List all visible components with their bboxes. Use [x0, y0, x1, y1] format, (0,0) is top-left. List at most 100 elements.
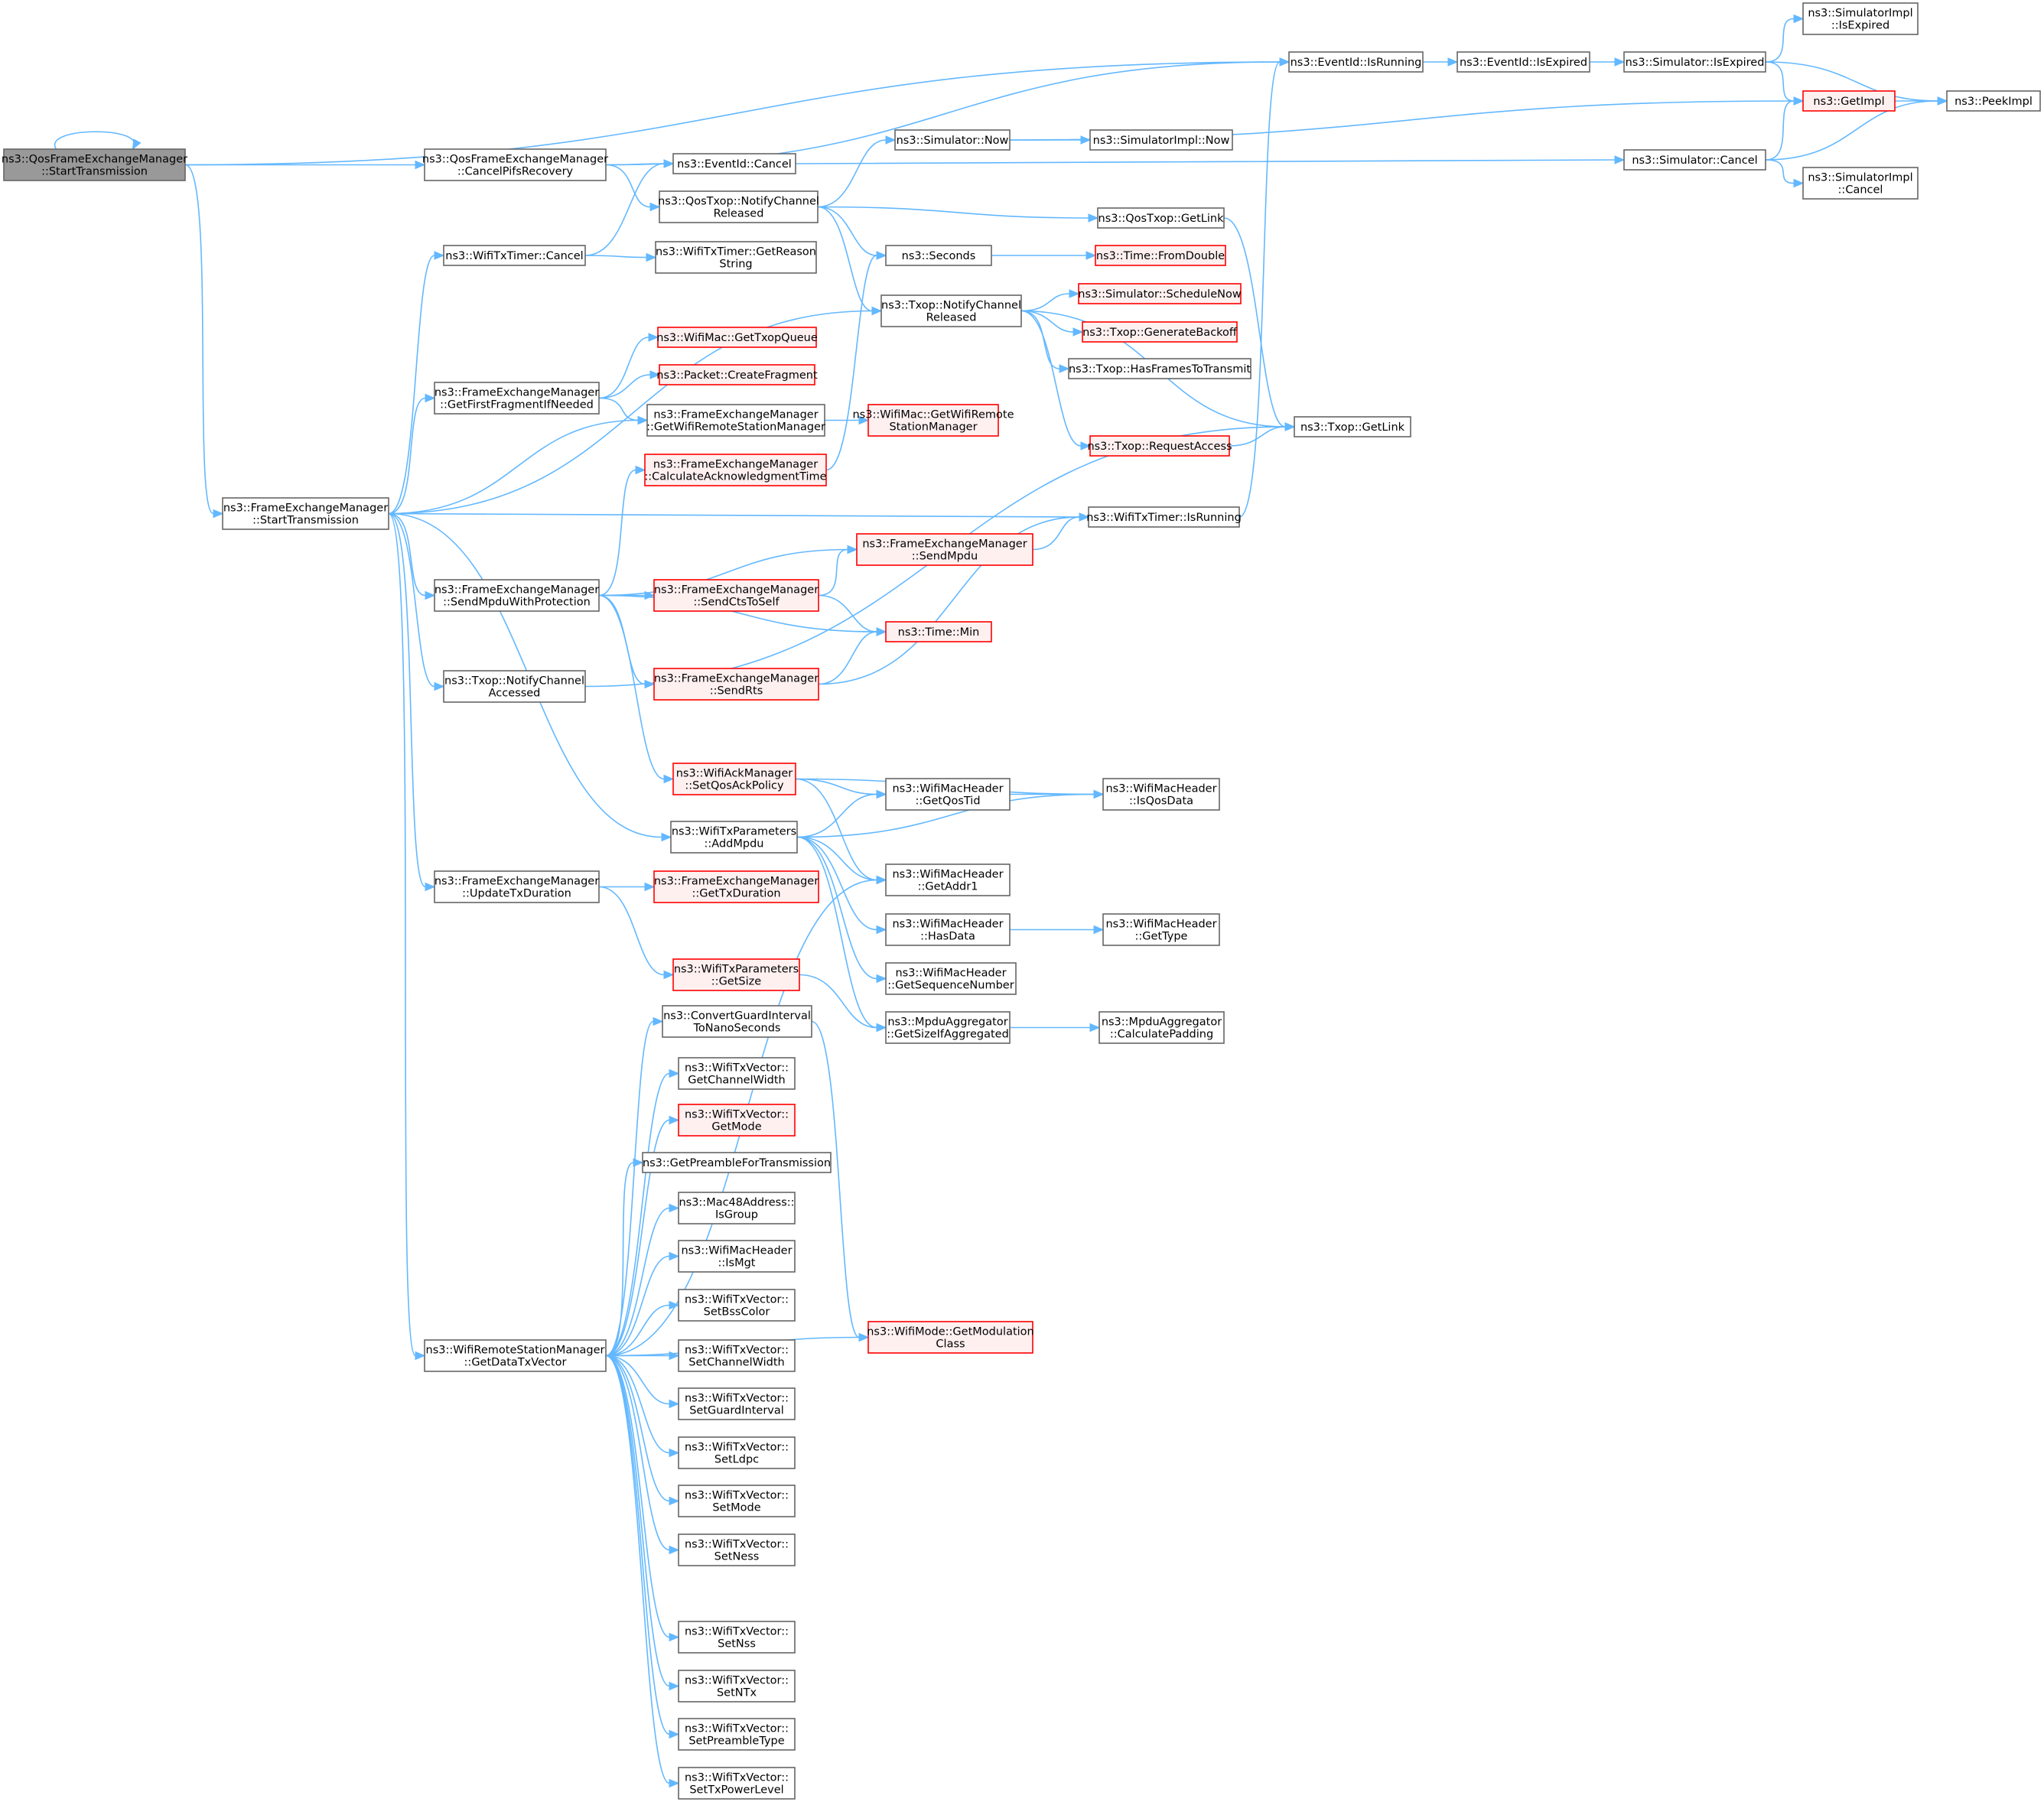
node-label: Accessed [489, 688, 541, 700]
edge-femUpdateTxDur-to-femGetTxDur [599, 882, 656, 892]
node-label: ns3::Time::Min [898, 626, 980, 639]
edge-arrowhead [434, 251, 445, 260]
node-hdrIsMgt[interactable]: ns3::WifiMacHeader::IsMgt [678, 1240, 796, 1273]
node-femSendRts[interactable]: ns3::FrameExchangeManager::SendRts [653, 668, 819, 701]
node-femGetFirstFrag[interactable]: ns3::FrameExchangeManager::GetFirstFragm… [434, 382, 600, 415]
node-simImplIsExpired[interactable]: ns3::SimulatorImpl::IsExpired [1802, 2, 1919, 35]
node-timerIsRunning[interactable]: ns3::WifiTxTimer::IsRunning [1086, 506, 1242, 528]
node-femUpdateTxDur[interactable]: ns3::FrameExchangeManager::UpdateTxDurat… [434, 870, 600, 903]
node-label: ns3::WifiTxVector:: [685, 1345, 789, 1357]
node-txopHasFrames[interactable]: ns3::Txop::HasFramesToTransmit [1068, 358, 1251, 379]
edge-femStart-to-femUpdateTxDur [388, 512, 436, 892]
edge-arrowhead [1793, 96, 1805, 106]
edge-arrowhead [1447, 57, 1459, 67]
node-peekImpl[interactable]: ns3::PeekImpl [1946, 90, 2041, 112]
node-simImplNow[interactable]: ns3::SimulatorImpl::Now [1089, 129, 1233, 151]
node-txopGetLink[interactable]: ns3::Txop::GetLink [1294, 416, 1411, 437]
edge-line [796, 836, 877, 1029]
node-femCalcAck[interactable]: ns3::FrameExchangeManager::CalculateAckn… [644, 454, 827, 486]
node-txParamsAddMpdu[interactable]: ns3::WifiTxParameters::AddMpdu [670, 821, 798, 854]
node-label: ns3::WifiTxParameters [672, 826, 796, 838]
node-hdrGetQosTid[interactable]: ns3::WifiMacHeader::GetQosTid [885, 778, 1011, 811]
node-timeFromDouble[interactable]: ns3::Time::FromDouble [1095, 245, 1226, 266]
node-femSendCts[interactable]: ns3::FrameExchangeManager::SendCtsToSelf [653, 579, 819, 612]
node-aggCalcPad[interactable]: ns3::MpduAggregator::CalculatePadding [1098, 1011, 1225, 1044]
node-label: SetPreambleType [688, 1735, 784, 1748]
node-vecGetMode[interactable]: ns3::WifiTxVector::GetMode [678, 1104, 796, 1137]
node-hdrGetType[interactable]: ns3::WifiMacHeader::GetType [1102, 913, 1220, 946]
node-txopGenBackoff[interactable]: ns3::Txop::GenerateBackoff [1082, 321, 1238, 343]
node-femGetTxDur[interactable]: ns3::FrameExchangeManager::GetTxDuration [653, 870, 819, 903]
node-vecSetNTx[interactable]: ns3::WifiTxVector::SetNTx [678, 1670, 796, 1703]
node-getImpl[interactable]: ns3::GetImpl [1802, 90, 1896, 112]
node-vecSetChWidth[interactable]: ns3::WifiTxVector::SetChannelWidth [678, 1339, 796, 1372]
node-vecSetMode[interactable]: ns3::WifiTxVector::SetMode [678, 1485, 796, 1517]
edge-wrsmGetData-to-vecSetPreamble [605, 1355, 680, 1739]
node-eventIdCancel[interactable]: ns3::EventId::Cancel [672, 153, 796, 174]
node-root[interactable]: ns3::QosFrameExchangeManager::StartTrans… [2, 148, 187, 181]
node-macIsGroup[interactable]: ns3::Mac48Address::IsGroup [678, 1192, 796, 1224]
node-box [1088, 506, 1240, 528]
node-ackSetQos[interactable]: ns3::WifiAckManager::SetQosAckPolicy [672, 763, 796, 795]
node-femGetWrsm[interactable]: ns3::FrameExchangeManager::GetWifiRemote… [646, 404, 825, 437]
node-cancelPifs[interactable]: ns3::QosFrameExchangeManager::CancelPifs… [422, 148, 608, 181]
node-macGetTxopQueue[interactable]: ns3::WifiMac::GetTxopQueue [656, 327, 818, 348]
node-qosGetLink[interactable]: ns3::QosTxop::GetLink [1097, 207, 1225, 229]
node-aggGetSize[interactable]: ns3::MpduAggregator::GetSizeIfAggregated [885, 1011, 1011, 1044]
node-vecSetNss[interactable]: ns3::WifiTxVector::SetNss [678, 1621, 796, 1654]
node-hdrHasData[interactable]: ns3::WifiMacHeader::HasData [885, 913, 1011, 946]
node-timerCancel[interactable]: ns3::WifiTxTimer::Cancel [443, 245, 586, 266]
node-vecSetPreamble[interactable]: ns3::WifiTxVector::SetPreambleType [678, 1718, 796, 1751]
node-simCancel[interactable]: ns3::Simulator::Cancel [1623, 149, 1766, 171]
node-hdrIsQosData[interactable]: ns3::WifiMacHeader::IsQosData [1102, 778, 1220, 811]
edge-line [605, 163, 665, 166]
node-label: ns3::Seconds [902, 250, 976, 262]
node-vecSetNess[interactable]: ns3::WifiTxVector::SetNess [678, 1533, 796, 1566]
node-femSendMpdu[interactable]: ns3::FrameExchangeManager::SendMpdu [856, 533, 1033, 566]
edge-wrsmGetData-to-vecGetMode [605, 1115, 680, 1357]
node-simImplCancel[interactable]: ns3::SimulatorImpl::Cancel [1802, 167, 1919, 200]
node-box [1802, 167, 1919, 200]
node-femStart[interactable]: ns3::FrameExchangeManager::StartTransmis… [222, 497, 389, 530]
node-pktCreateFragment[interactable]: ns3::Packet::CreateFragment [656, 364, 818, 385]
node-box [1068, 358, 1251, 379]
node-timeMin[interactable]: ns3::Time::Min [885, 621, 992, 642]
node-box [642, 1152, 832, 1173]
node-box [1095, 245, 1226, 266]
node-simIsExpired[interactable]: ns3::Simulator::IsExpired [1623, 51, 1766, 73]
node-simScheduleNow[interactable]: ns3::Simulator::ScheduleNow [1078, 283, 1242, 304]
node-txParamsGetSize[interactable]: ns3::WifiTxParameters::GetSize [672, 958, 800, 991]
node-vecSetTxPower[interactable]: ns3::WifiTxVector::SetTxPowerLevel [678, 1767, 796, 1800]
node-macGetWrsm[interactable]: ns3::WifiMac::GetWifiRemoteStationManage… [852, 404, 1014, 437]
node-getPreamble[interactable]: ns3::GetPreambleForTransmission [642, 1152, 832, 1173]
node-vecSetGI[interactable]: ns3::WifiTxVector::SetGuardInterval [678, 1387, 796, 1420]
node-box [1457, 51, 1590, 73]
node-hdrGetSeq[interactable]: ns3::WifiMacHeader::GetSequenceNumber [885, 962, 1017, 995]
node-hdrGetAddr1[interactable]: ns3::WifiMacHeader::GetAddr1 [885, 863, 1011, 896]
edge-arrowhead [663, 970, 675, 980]
edge-line [605, 1207, 670, 1357]
node-label: ns3::FrameExchangeManager [654, 876, 819, 888]
node-vecSetBss[interactable]: ns3::WifiTxVector::SetBssColor [678, 1289, 796, 1322]
node-eventIdIsRunning[interactable]: ns3::EventId::IsRunning [1288, 51, 1424, 73]
edge-arrowhead [1937, 96, 1948, 106]
node-wrsmGetData[interactable]: ns3::WifiRemoteStationManager::GetDataTx… [424, 1339, 607, 1372]
edge-line [799, 974, 877, 1029]
node-femSendMpduProt[interactable]: ns3::FrameExchangeManager::SendMpduWithP… [434, 579, 600, 612]
node-vecGetChWidth[interactable]: ns3::WifiTxVector::GetChannelWidth [678, 1057, 796, 1090]
node-vecSetLdpc[interactable]: ns3::WifiTxVector::SetLdpc [678, 1436, 796, 1469]
node-eventIdIsExpired[interactable]: ns3::EventId::IsExpired [1457, 51, 1590, 73]
edge-simIsExpired-to-simImplIsExpired [1765, 14, 1805, 63]
node-txopRequestAccess[interactable]: ns3::Txop::RequestAccess [1087, 435, 1232, 457]
node-simNow[interactable]: ns3::Simulator::Now [894, 129, 1011, 151]
node-label: ns3::FrameExchangeManager [654, 673, 819, 685]
edge-line [605, 1255, 670, 1357]
edge-line [1020, 310, 1060, 369]
node-seconds[interactable]: ns3::Seconds [885, 245, 992, 266]
